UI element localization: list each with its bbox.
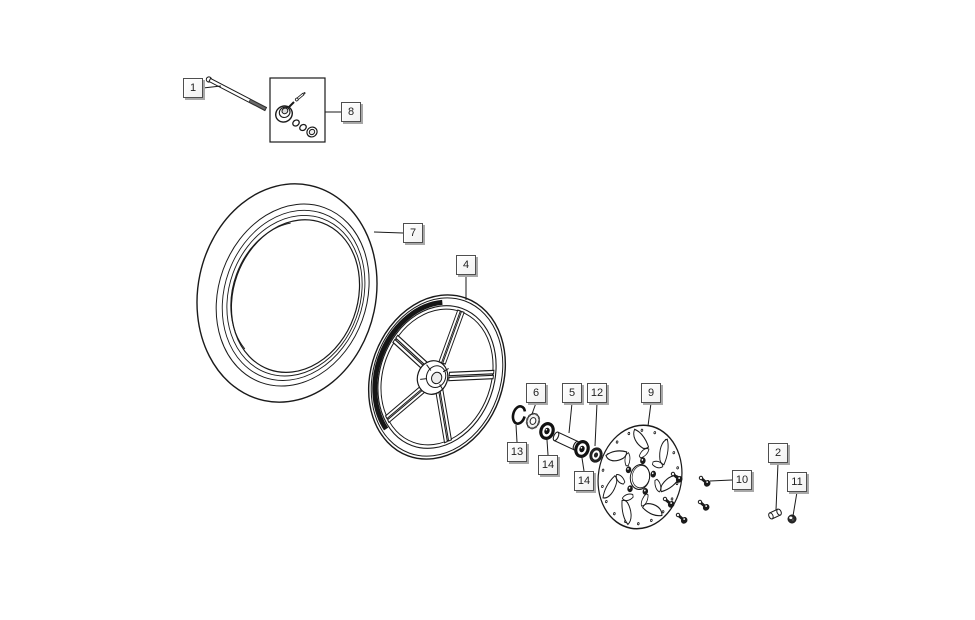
circlip-illustration bbox=[511, 405, 527, 425]
wheel-illustration bbox=[367, 294, 507, 460]
callout-6[interactable]: 6 bbox=[526, 383, 546, 403]
parts-box-8-illustration bbox=[269, 77, 326, 143]
callout-label: 10 bbox=[735, 474, 749, 486]
callout-label: 14 bbox=[541, 459, 555, 471]
spacer-bush-illustration bbox=[768, 508, 782, 520]
callout-10[interactable]: 10 bbox=[732, 470, 752, 490]
callout-8[interactable]: 8 bbox=[341, 102, 361, 122]
callout-4[interactable]: 4 bbox=[456, 255, 476, 275]
callout-label: 6 bbox=[532, 387, 540, 399]
callout-label: 14 bbox=[577, 475, 591, 487]
leader-lines bbox=[202, 85, 798, 517]
callout-12[interactable]: 12 bbox=[587, 383, 607, 403]
pin-icon bbox=[294, 92, 306, 102]
seal-illustration bbox=[589, 447, 603, 463]
oring-icon bbox=[292, 119, 300, 127]
tire-illustration bbox=[196, 183, 378, 403]
callout-label: 12 bbox=[590, 387, 604, 399]
callout-1[interactable]: 1 bbox=[183, 78, 203, 98]
callout-label: 11 bbox=[791, 476, 803, 488]
callout-13[interactable]: 13 bbox=[507, 442, 527, 462]
callout-label: 13 bbox=[510, 446, 524, 458]
bushing-icon bbox=[306, 126, 318, 138]
wheel-hub bbox=[416, 360, 449, 395]
callout-2[interactable]: 2 bbox=[768, 443, 788, 463]
oring-icon bbox=[299, 123, 307, 132]
brake-disc-illustration bbox=[597, 424, 683, 530]
washer-illustration bbox=[525, 412, 541, 430]
callout-label: 9 bbox=[647, 387, 655, 399]
bearing-illustration bbox=[539, 422, 555, 440]
callout-11[interactable]: 11 bbox=[787, 472, 807, 492]
axle-nut-illustration bbox=[787, 514, 797, 524]
callout-14[interactable]: 14 bbox=[574, 471, 594, 491]
callout-label: 4 bbox=[462, 259, 470, 271]
callout-label: 7 bbox=[409, 227, 417, 239]
callout-7[interactable]: 7 bbox=[403, 223, 423, 243]
callout-label: 5 bbox=[568, 387, 576, 399]
callout-14[interactable]: 14 bbox=[538, 455, 558, 475]
drive-gear-icon bbox=[275, 105, 293, 123]
callout-label: 1 bbox=[189, 82, 197, 94]
axle-illustration bbox=[205, 76, 268, 112]
callout-label: 2 bbox=[774, 447, 782, 459]
callout-5[interactable]: 5 bbox=[562, 383, 582, 403]
callout-9[interactable]: 9 bbox=[641, 383, 661, 403]
callout-label: 8 bbox=[347, 106, 355, 118]
disc-bolt-holes bbox=[625, 457, 656, 495]
bearing-illustration bbox=[574, 440, 590, 458]
